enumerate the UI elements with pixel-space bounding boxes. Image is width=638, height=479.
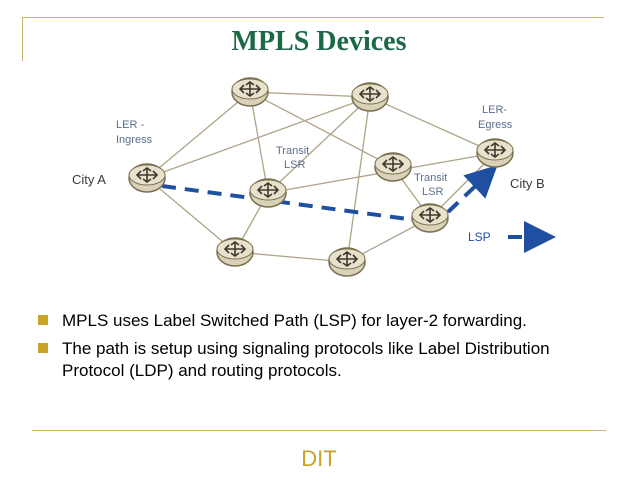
bullet-text: The path is setup using signaling protoc… <box>62 339 550 380</box>
slide-title: MPLS Devices <box>231 26 407 57</box>
footer-divider <box>32 430 606 431</box>
bullet-marker-icon <box>38 315 48 325</box>
transit-lsr-2-label-line2: LSR <box>422 186 443 198</box>
link <box>146 177 236 253</box>
transit-lsr-2-label-line1: Transit <box>414 172 447 184</box>
frame-left-line <box>22 17 23 61</box>
city-b-label: City B <box>510 176 545 191</box>
link <box>249 91 371 98</box>
link <box>249 91 269 194</box>
lsp-path <box>161 164 498 224</box>
ler-egress-label-line1: LER- <box>482 104 507 116</box>
mpls-network-diagram: LER - Ingress LER- Egress Transit LSR Tr… <box>72 77 556 277</box>
router-transit-right <box>411 203 449 233</box>
router-transit-center <box>249 178 287 208</box>
ler-ingress-label-line2: Ingress <box>116 134 153 146</box>
bullet-list: MPLS uses Label Switched Path (LSP) for … <box>36 310 596 388</box>
router-bottom-mid <box>328 247 366 277</box>
router-ingress <box>128 163 166 193</box>
router-top-right <box>351 82 389 112</box>
city-a-label: City A <box>72 172 106 187</box>
link <box>346 96 371 263</box>
link <box>146 91 251 179</box>
link <box>267 96 371 194</box>
lsp-segment-arrow <box>446 164 498 214</box>
transit-lsr-1-label-line2: LSR <box>284 159 305 171</box>
ler-egress-label-line2: Egress <box>478 119 513 131</box>
link <box>369 96 496 154</box>
lsp-legend-label: LSP <box>468 230 491 244</box>
router-bottom-left <box>216 237 254 267</box>
router-right-mid <box>374 152 412 182</box>
router-top-left <box>231 77 269 107</box>
footer-text: DIT <box>301 446 337 471</box>
bullet-item: MPLS uses Label Switched Path (LSP) for … <box>36 310 596 332</box>
frame-top-line <box>22 17 604 18</box>
bullet-item: The path is setup using signaling protoc… <box>36 338 596 382</box>
ler-ingress-label-line1: LER - <box>116 119 144 131</box>
transit-lsr-1-label-line1: Transit <box>276 145 309 157</box>
lsp-segment <box>161 184 431 224</box>
link <box>234 251 348 263</box>
router-egress <box>476 138 514 168</box>
link <box>249 91 394 168</box>
bullet-marker-icon <box>38 343 48 353</box>
bullet-text: MPLS uses Label Switched Path (LSP) for … <box>62 311 527 330</box>
